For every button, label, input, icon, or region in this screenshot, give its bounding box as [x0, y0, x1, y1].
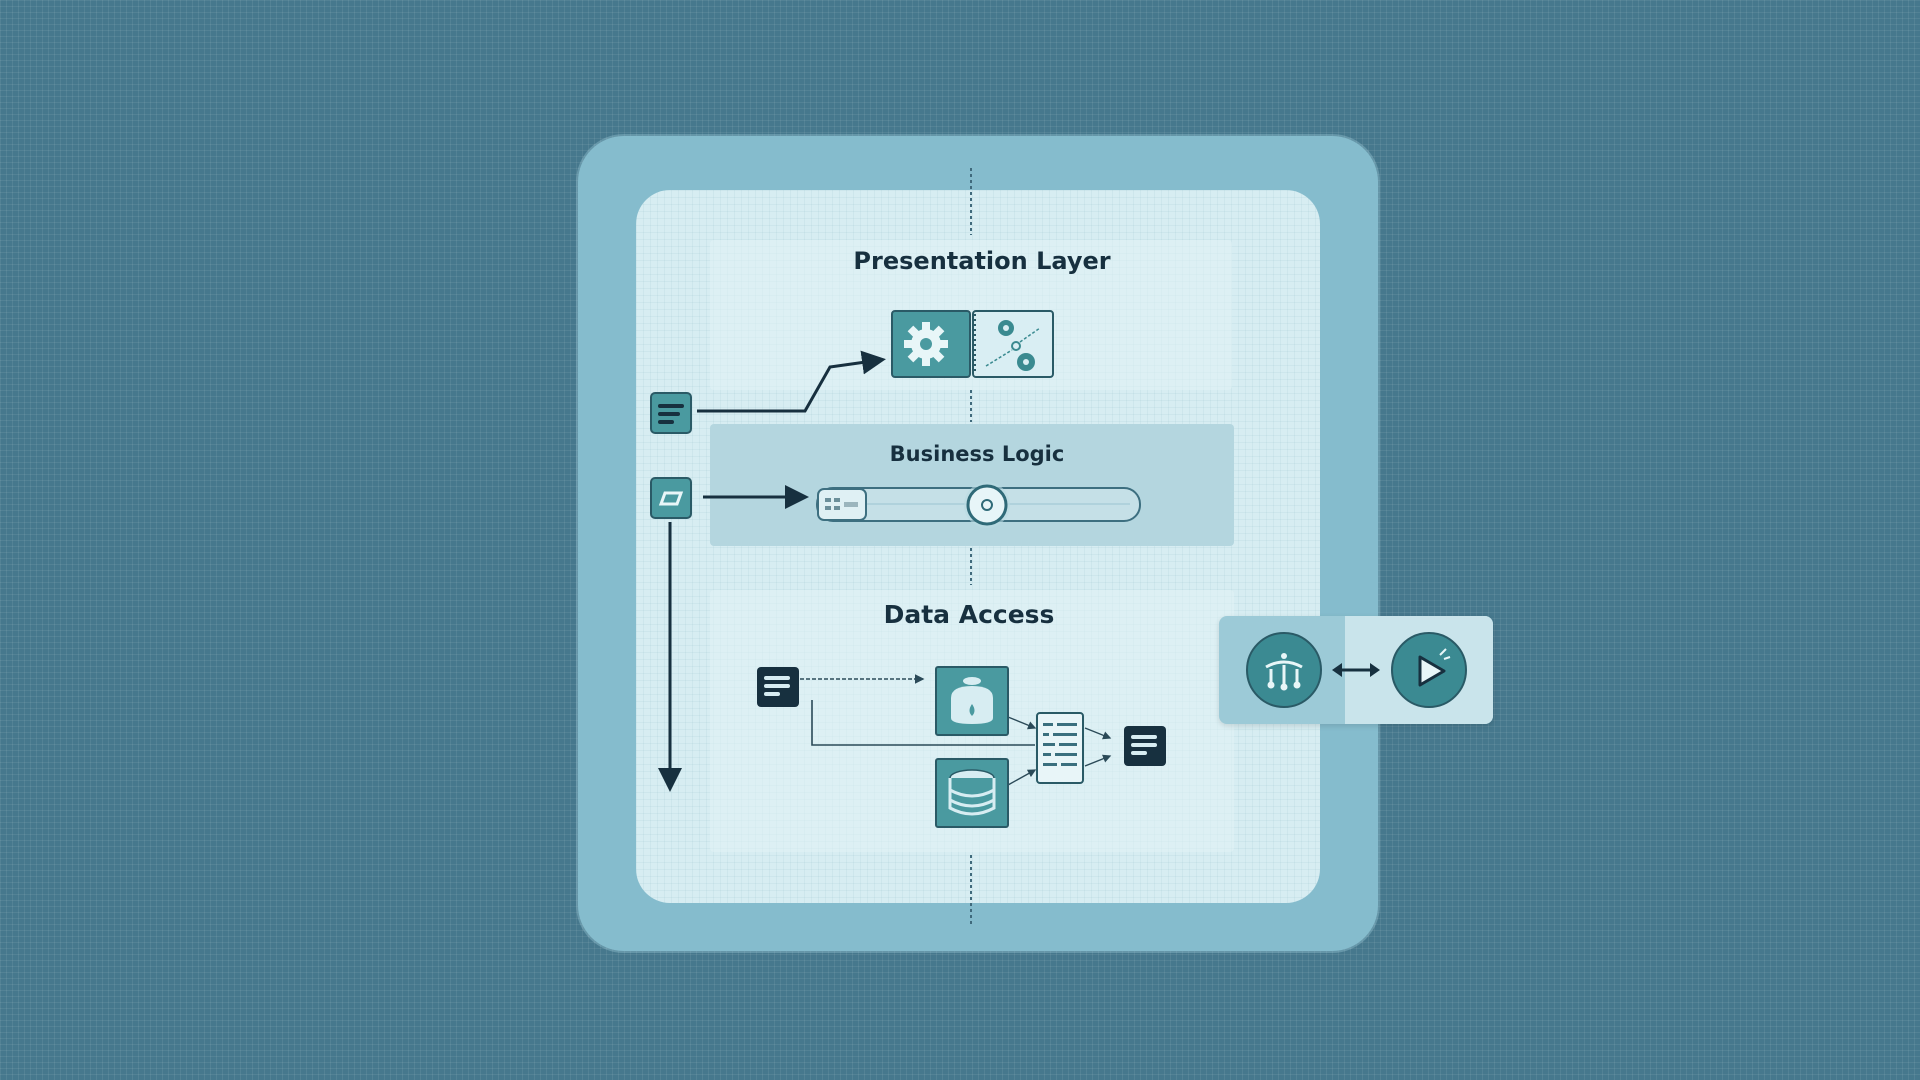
business-logic-title: Business Logic [889, 442, 1065, 466]
code-document-icon [1035, 711, 1085, 785]
document-lines-icon [650, 392, 692, 434]
output-document-icon [1123, 725, 1167, 767]
module-tag-icon [817, 488, 867, 521]
data-document-icon [756, 666, 800, 708]
network-hub-icon[interactable] [1245, 631, 1323, 709]
play-icon[interactable] [1390, 631, 1468, 709]
presentation-layer-zone [710, 240, 1232, 390]
folder-icon [650, 477, 692, 519]
processor-knob-icon [962, 480, 1012, 530]
cylinder-storage-icon [935, 758, 1009, 828]
gears-workflow-icon [972, 310, 1054, 378]
presentation-layer-title: Presentation Layer [853, 247, 1111, 275]
data-access-title: Data Access [883, 600, 1055, 629]
bidirectional-arrow-icon [1330, 658, 1382, 682]
database-icon [935, 666, 1009, 736]
gear-icon [891, 310, 971, 378]
